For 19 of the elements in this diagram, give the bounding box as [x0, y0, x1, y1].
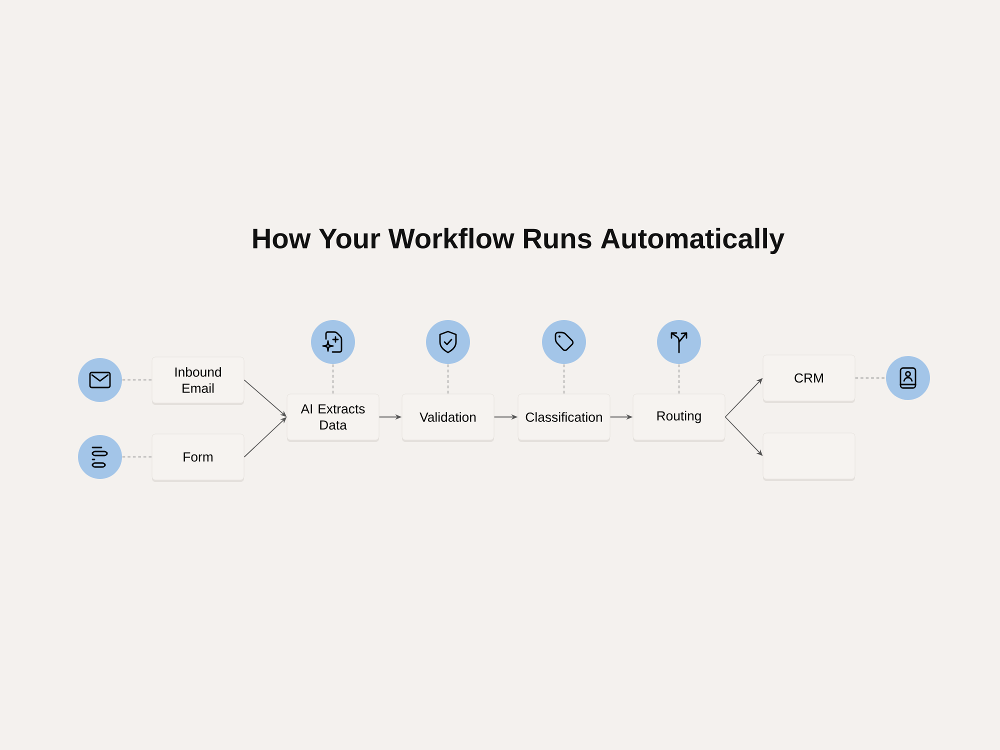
- process-box: AI Extracts Data: [286, 394, 380, 442]
- process-box: CRM: [762, 354, 856, 403]
- icon-circle: [657, 320, 701, 364]
- icon-circle: [542, 320, 586, 364]
- connector-line: [678, 364, 680, 394]
- process-box: [762, 432, 856, 481]
- connector-line: [122, 456, 152, 458]
- process-box: Routing: [632, 394, 726, 442]
- process-box: Form: [152, 434, 244, 482]
- connector-line: [332, 364, 334, 394]
- icon-circle: [78, 435, 122, 479]
- process-box: Validation: [402, 394, 494, 442]
- process-box: Classification: [518, 394, 610, 442]
- icon-circle: [311, 320, 355, 364]
- icon-circle: [426, 320, 470, 364]
- icon-circle: [886, 356, 930, 400]
- title: How Your Workflow Runs Automatically: [253, 228, 784, 254]
- process-box: Inbound Email: [152, 356, 244, 405]
- icon-circle: [78, 358, 122, 402]
